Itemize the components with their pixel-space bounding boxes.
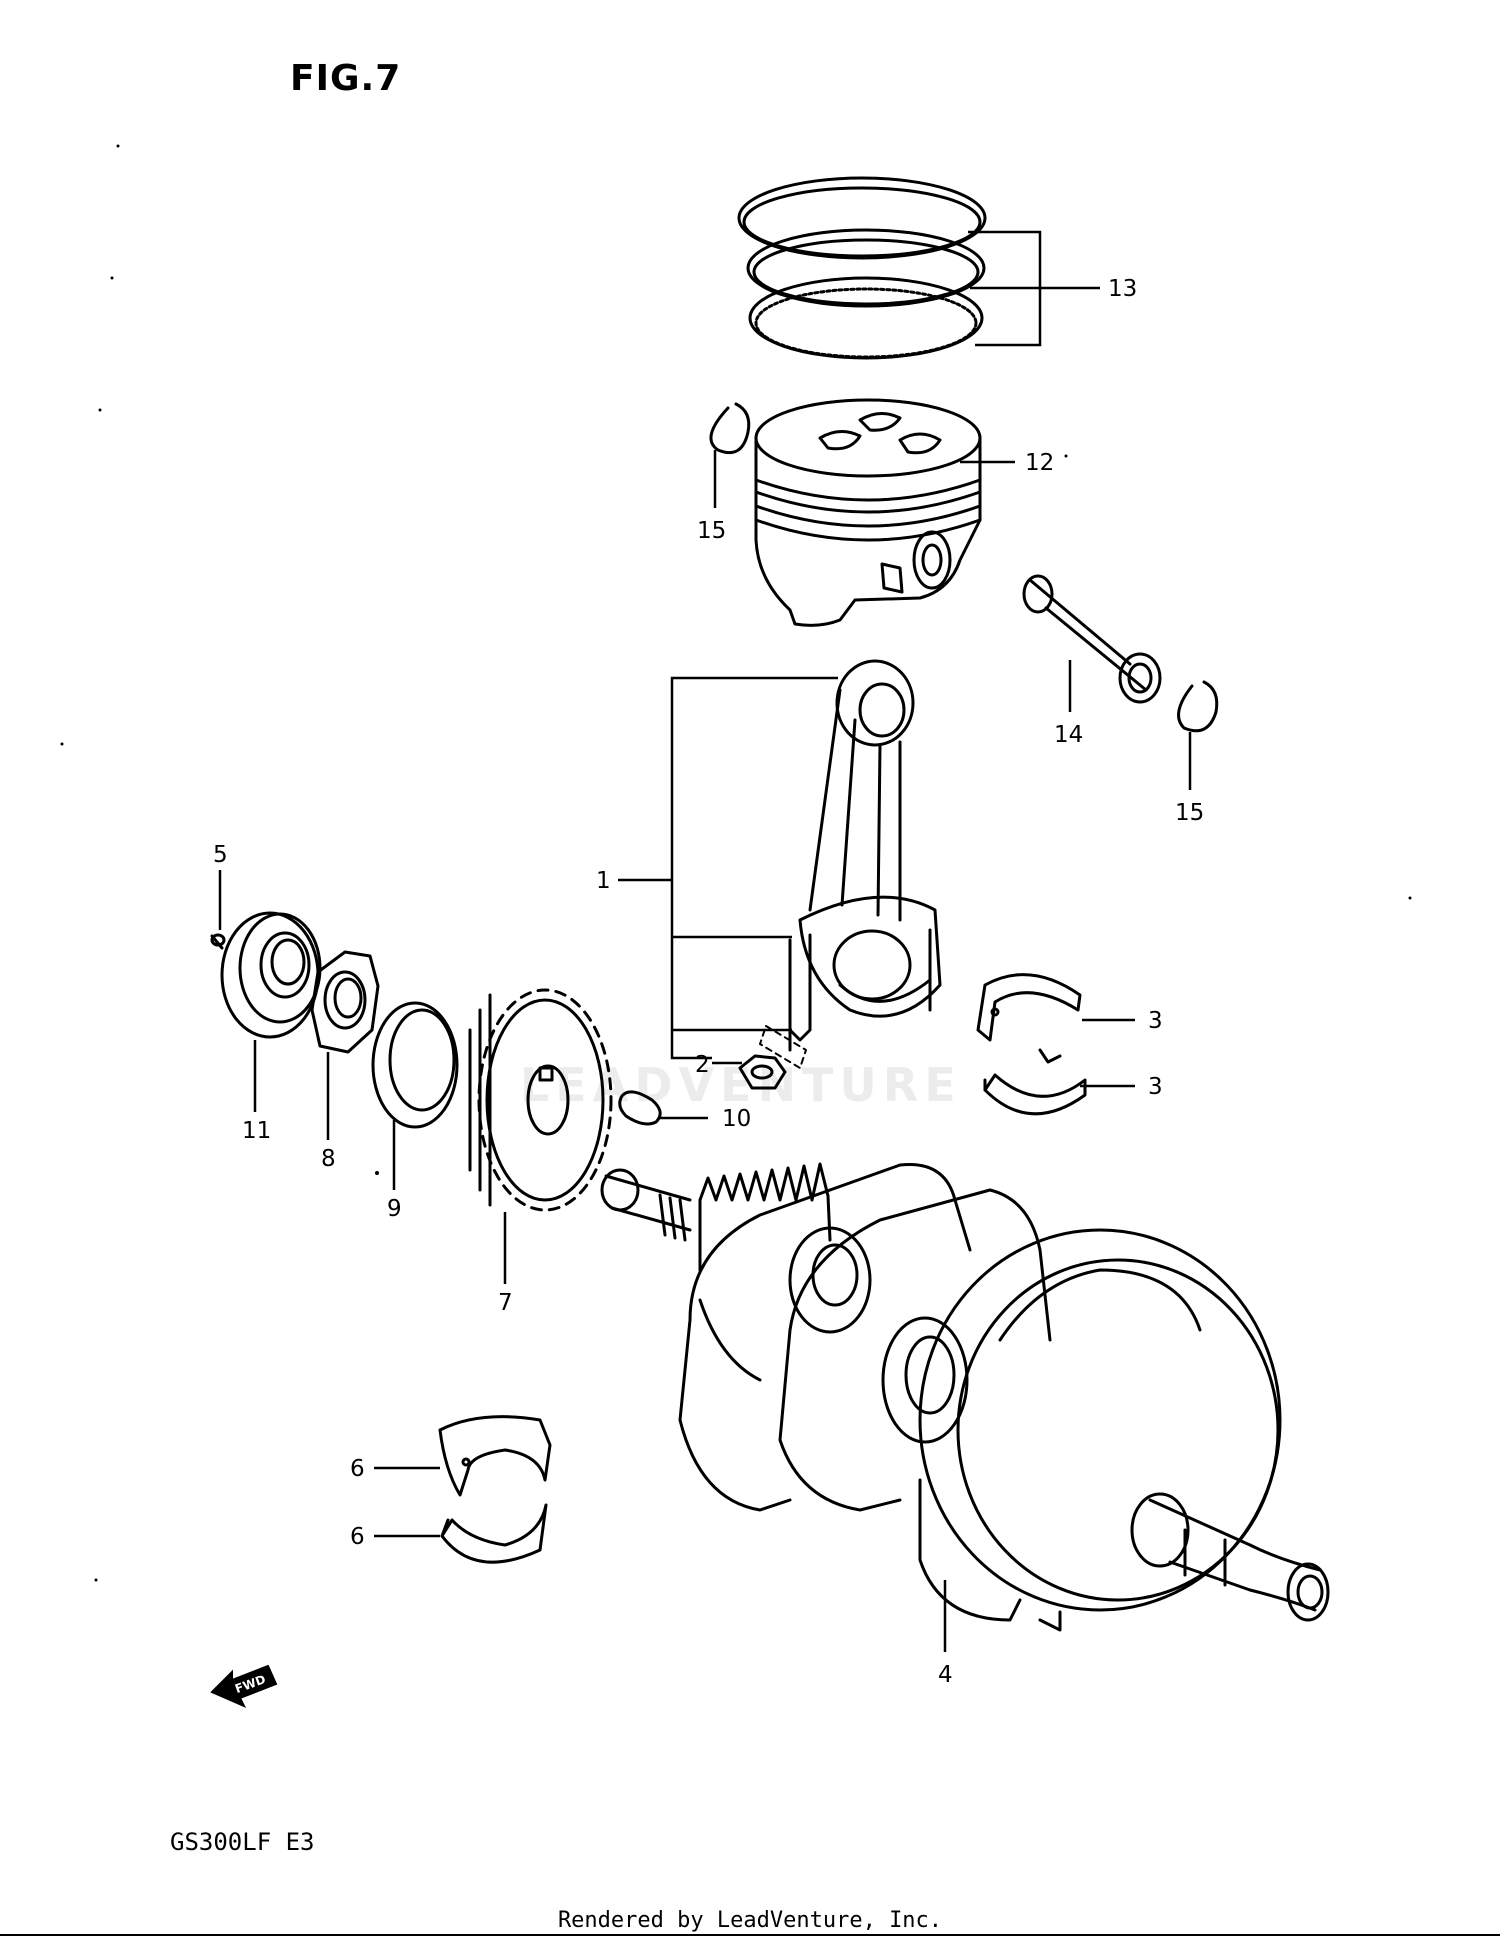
callout-13: 13 bbox=[1108, 276, 1137, 302]
dowel-pin[interactable] bbox=[210, 933, 226, 950]
connecting-rod[interactable] bbox=[788, 659, 942, 1052]
piston-ring-set[interactable] bbox=[737, 176, 987, 360]
forward-direction-arrow: FWD bbox=[210, 1664, 278, 1709]
crankshaft[interactable] bbox=[600, 1162, 1330, 1632]
callout-5: 5 bbox=[213, 842, 228, 868]
callout-10: 10 bbox=[722, 1106, 751, 1132]
crank-key[interactable] bbox=[618, 1090, 662, 1126]
callout-8: 8 bbox=[321, 1146, 336, 1172]
figure-title: FIG.7 bbox=[290, 58, 402, 99]
callout-4: 4 bbox=[938, 1662, 953, 1688]
leader-lines bbox=[218, 230, 1192, 1652]
callout-15: 15 bbox=[1175, 800, 1204, 826]
connecting-rod-nut[interactable] bbox=[738, 1054, 787, 1090]
footer-divider bbox=[0, 1934, 1500, 1936]
crankshaft-oil-seal[interactable] bbox=[220, 911, 322, 1039]
leader-1-bracket bbox=[670, 676, 838, 1060]
callout-6: 6 bbox=[350, 1524, 365, 1550]
conrod-bearing-lower[interactable] bbox=[983, 1048, 1087, 1116]
callout-1: 1 bbox=[596, 868, 611, 894]
gear-washer[interactable] bbox=[371, 1001, 459, 1129]
main-bearing-upper[interactable] bbox=[438, 1415, 552, 1497]
callout-2: 2 bbox=[695, 1052, 710, 1078]
gear-nut[interactable] bbox=[310, 950, 380, 1054]
callout-14: 14 bbox=[1054, 722, 1083, 748]
conrod-bearing-upper[interactable] bbox=[976, 973, 1082, 1042]
callout-7: 7 bbox=[498, 1290, 513, 1316]
callout-11: 11 bbox=[242, 1118, 271, 1144]
piston[interactable] bbox=[754, 398, 982, 627]
rod-bolt-guide bbox=[759, 1025, 807, 1069]
model-code: GS300LF E3 bbox=[170, 1828, 315, 1856]
callout-6: 6 bbox=[350, 1456, 365, 1482]
scan-specks bbox=[60, 144, 1412, 1582]
piston-pin-circlip[interactable] bbox=[1177, 680, 1219, 733]
main-bearing-lower[interactable] bbox=[440, 1503, 548, 1564]
callout-3: 3 bbox=[1148, 1008, 1163, 1034]
callout-12: 12 bbox=[1025, 450, 1054, 476]
primary-drive-gear[interactable] bbox=[468, 988, 613, 1212]
render-credit: Rendered by LeadVenture, Inc. bbox=[557, 1908, 943, 1933]
callout-3: 3 bbox=[1148, 1074, 1163, 1100]
piston-pin[interactable] bbox=[1022, 574, 1162, 704]
piston-pin-circlip[interactable] bbox=[709, 402, 751, 455]
callout-15: 15 bbox=[697, 518, 726, 544]
callout-9: 9 bbox=[387, 1196, 402, 1222]
watermark: LEADVENTURE bbox=[520, 1058, 962, 1112]
